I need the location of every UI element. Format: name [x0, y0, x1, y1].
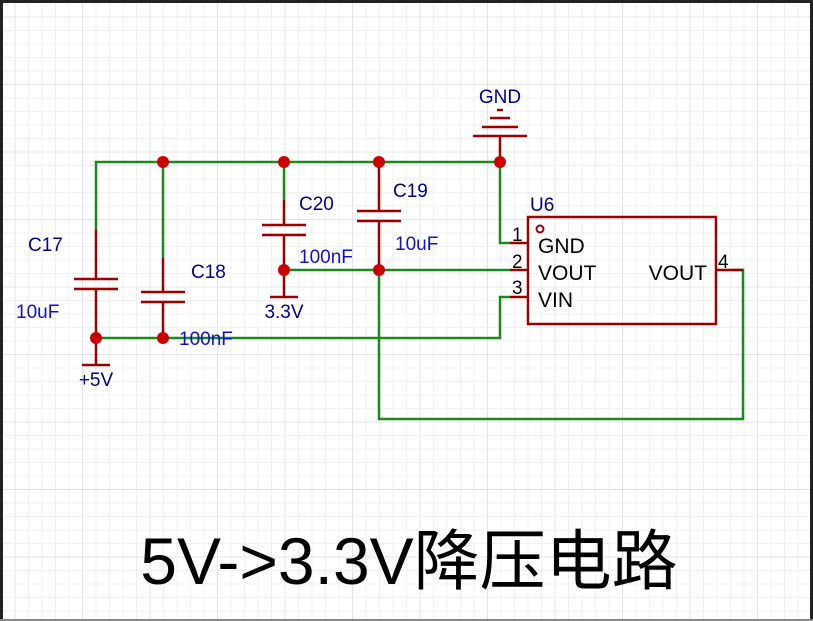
junctions	[90, 156, 506, 344]
c19-designator: C19	[393, 181, 428, 202]
junction-dot	[90, 332, 102, 344]
v33-label: 3.3V	[264, 302, 303, 323]
u6-pin1-name: GND	[538, 235, 585, 258]
frame-border-left	[0, 0, 3, 621]
u6-pin2-number: 2	[512, 252, 523, 273]
u6-pin4-number: 4	[718, 252, 729, 273]
c20-designator: C20	[299, 194, 334, 215]
c18-value: 100nF	[179, 329, 233, 350]
u6-pin3-number: 3	[512, 278, 523, 299]
c19-value: 10uF	[395, 234, 438, 255]
gnd-symbol[interactable]	[473, 108, 527, 162]
plus5v-label: +5V	[79, 370, 114, 391]
junction-dot	[373, 156, 385, 168]
labels: GND C17 10uF +5V C18 100nF C20 100nF 3.3…	[16, 87, 729, 598]
c20-value: 100nF	[299, 247, 353, 268]
u6-designator: U6	[530, 195, 554, 216]
junction-dot	[373, 264, 385, 276]
frame-border-right	[810, 0, 813, 621]
u6-pin3-name: VIN	[538, 289, 573, 312]
frame-border-bottom	[0, 619, 813, 621]
wire-top-rail[interactable]	[94, 160, 500, 230]
ic-u6[interactable]	[510, 215, 743, 326]
u6-pin2-name: VOUT	[538, 262, 597, 285]
wire-gnd-pin1[interactable]	[498, 162, 510, 245]
capacitor-c19[interactable]	[357, 162, 401, 270]
frame-border-top	[0, 0, 813, 3]
c17-designator: C17	[28, 235, 63, 256]
components	[74, 108, 743, 367]
junction-dot	[494, 156, 506, 168]
junction-dot	[157, 156, 169, 168]
junction-dot	[278, 156, 290, 168]
junction-dot	[157, 332, 169, 344]
u6-pin1-number: 1	[512, 225, 523, 246]
schematic-title: 5V->3.3V降压电路	[140, 524, 677, 598]
junction-dot	[278, 264, 290, 276]
gnd-label: GND	[479, 87, 521, 108]
c17-value: 10uF	[16, 302, 59, 323]
u6-pin4-name: VOUT	[649, 262, 708, 285]
wire-5v-rail[interactable]	[96, 295, 510, 340]
c18-designator: C18	[191, 262, 226, 283]
capacitor-c17[interactable]	[74, 230, 118, 338]
